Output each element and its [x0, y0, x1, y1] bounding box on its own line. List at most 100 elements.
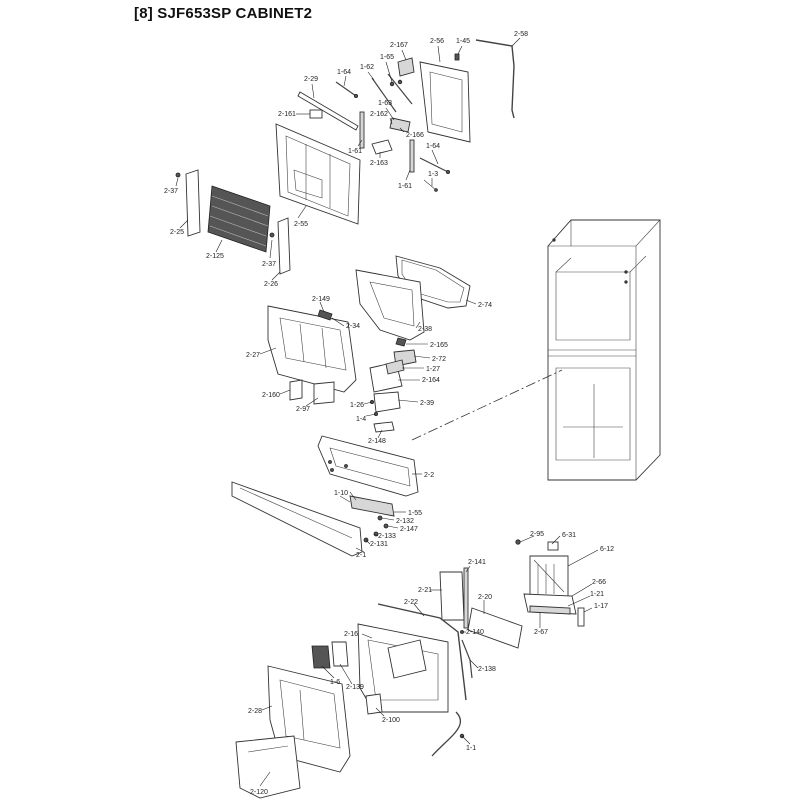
callout-2-37-top: 2-37 [164, 188, 178, 195]
part-2-25 [185, 169, 201, 237]
callout-labels: 2-167 2-56 1-45 2-58 1-65 1-62 1-64 2-29… [164, 31, 614, 796]
part-2-132-2-147-2-133-2-131 [339, 495, 395, 543]
callout-2-55: 2-55 [294, 221, 308, 228]
callout-2-166: 2-166 [406, 132, 424, 139]
part-2-100 [365, 693, 383, 715]
callout-2-16: 2-16 [344, 631, 358, 638]
part-2-164-1-27 [369, 359, 405, 393]
callout-2-163: 2-163 [370, 160, 388, 167]
callout-1-27: 1-27 [426, 366, 440, 373]
callout-2-132: 2-132 [396, 518, 414, 525]
part-1-64-1-3 [419, 157, 450, 192]
callout-2-167: 2-167 [390, 42, 408, 49]
callout-1-26: 1-26 [350, 402, 364, 409]
callout-2-120: 2-120 [250, 789, 268, 796]
callout-1-63: 1-63 [378, 100, 392, 107]
callout-2-2: 2-2 [424, 472, 434, 479]
part-2-22 [377, 603, 467, 701]
callout-2-125: 2-125 [206, 253, 224, 260]
part-2-97 [313, 381, 335, 405]
callout-2-28: 2-28 [248, 708, 262, 715]
part-1-64-top [335, 81, 358, 99]
part-2-26 [277, 217, 291, 275]
callout-2-95: 2-95 [530, 531, 544, 538]
part-1-65-1-62 [371, 73, 413, 113]
part-2-58 [475, 39, 515, 119]
part-2-21 [439, 571, 465, 621]
callout-2-38: 2-38 [418, 326, 432, 333]
callout-1-64-right: 1-64 [426, 143, 440, 150]
part-1-61-right [409, 139, 415, 173]
callout-2-140: 2-140 [466, 629, 484, 636]
callout-2-34: 2-34 [346, 323, 360, 330]
callout-1-55: 1-55 [408, 510, 422, 517]
part-2-55 [275, 123, 361, 225]
part-2-27 [267, 305, 357, 393]
part-2-1 [231, 481, 363, 557]
callout-6-12: 6-12 [600, 546, 614, 553]
part-2-2 [317, 435, 419, 497]
part-1-17 [577, 607, 585, 627]
callout-2-21: 2-21 [418, 587, 432, 594]
part-2-38 [355, 269, 425, 341]
callout-2-164: 2-164 [422, 377, 440, 384]
callout-2-22: 2-22 [404, 599, 418, 606]
part-2-148 [373, 421, 395, 433]
part-2-20 [467, 607, 523, 649]
callout-2-148: 2-148 [368, 438, 386, 445]
assembly-centerline [411, 369, 563, 441]
callout-2-20: 2-20 [478, 594, 492, 601]
part-1-26-1-4 [369, 399, 378, 416]
callout-2-1: 2-1 [356, 552, 366, 559]
callout-2-160: 2-160 [262, 392, 280, 399]
part-2-141 [463, 567, 469, 629]
part-1-1 [431, 711, 465, 757]
callout-2-97: 2-97 [296, 406, 310, 413]
part-2-149 [317, 309, 333, 321]
callout-6-31: 6-31 [562, 532, 576, 539]
part-2-125 [207, 185, 271, 253]
callout-2-74: 2-74 [478, 302, 492, 309]
callout-2-66: 2-66 [592, 579, 606, 586]
callout-1-64-top: 1-64 [337, 69, 351, 76]
callout-2-133: 2-133 [378, 533, 396, 540]
callout-2-56: 2-56 [430, 38, 444, 45]
callout-2-147: 2-147 [400, 526, 418, 533]
callout-2-161: 2-161 [278, 111, 296, 118]
part-2-66-2-67-1-21 [523, 593, 577, 615]
callout-2-26: 2-26 [264, 281, 278, 288]
callout-1-62: 1-62 [360, 64, 374, 71]
callout-2-39: 2-39 [420, 400, 434, 407]
callout-2-139: 2-139 [346, 684, 364, 691]
callout-2-165: 2-165 [430, 342, 448, 349]
callout-1-10: 1-10 [334, 490, 348, 497]
callout-1-17: 1-17 [594, 603, 608, 610]
callout-2-138: 2-138 [478, 666, 496, 673]
part-2-29 [297, 91, 359, 131]
callout-1-21: 1-21 [590, 591, 604, 598]
callout-1-1: 1-1 [466, 745, 476, 752]
page-title: [8] SJF653SP CABINET2 [134, 5, 313, 22]
callout-2-162: 2-162 [370, 111, 388, 118]
part-2-56 [419, 61, 471, 143]
part-2-160 [289, 379, 303, 401]
callout-2-141: 2-141 [468, 559, 486, 566]
cabinet-outline [547, 219, 661, 481]
callout-2-58: 2-58 [514, 31, 528, 38]
callout-2-27: 2-27 [246, 352, 260, 359]
part-1-45 [454, 53, 460, 61]
leader-lines [175, 37, 599, 787]
part-2-120 [235, 735, 301, 799]
part-1-61-left [359, 111, 365, 149]
part-1-6-2-139 [311, 641, 349, 669]
callout-2-29: 2-29 [304, 76, 318, 83]
callout-2-67: 2-67 [534, 629, 548, 636]
callout-2-131: 2-131 [370, 541, 388, 548]
callout-2-100: 2-100 [382, 717, 400, 724]
part-2-16 [357, 623, 449, 713]
callout-1-6: 1-6 [330, 679, 340, 686]
callout-1-61-right: 1-61 [398, 183, 412, 190]
callout-2-149: 2-149 [312, 296, 330, 303]
